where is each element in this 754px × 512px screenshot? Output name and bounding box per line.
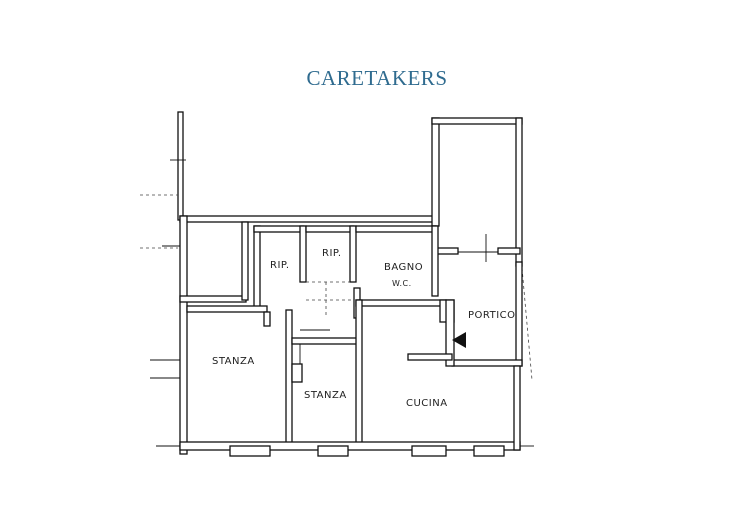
label-rip-2: RIP. <box>322 248 342 259</box>
wall-left <box>150 215 249 455</box>
wall-kitchen <box>407 299 466 367</box>
label-wc: W.C. <box>392 279 412 288</box>
wall-upper-left <box>140 111 186 249</box>
label-stanza-2: STANZA <box>304 390 347 401</box>
label-stanza-1: STANZA <box>212 356 255 367</box>
wall-rip-rooms <box>253 225 455 323</box>
wall-bottom <box>156 365 534 457</box>
entrance-arrow-icon <box>452 332 466 348</box>
label-bagno: BAGNO <box>384 262 423 273</box>
label-cucina: CUCINA <box>406 398 448 409</box>
wall-top <box>179 215 439 223</box>
label-rip-1: RIP. <box>270 260 290 271</box>
plan-title: CARETAKERS <box>306 66 448 90</box>
wall-corridor <box>186 299 363 445</box>
label-portico: PORTICO <box>468 310 516 321</box>
